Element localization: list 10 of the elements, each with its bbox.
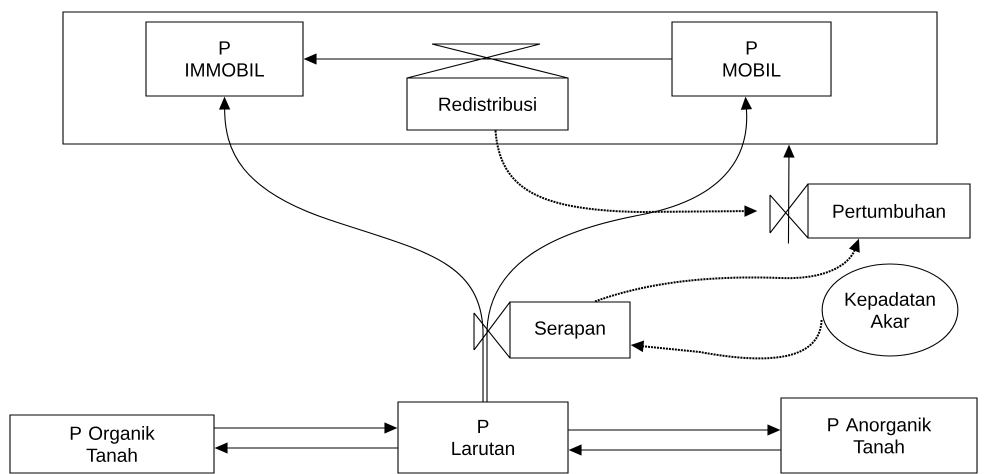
ellipse-node: Kepadatan Akar <box>822 263 958 357</box>
stock-box: P Larutan <box>397 401 569 474</box>
process-box: Redistribusi <box>406 77 569 131</box>
container-box <box>62 11 938 145</box>
process-box: Pertumbuhan <box>807 183 971 239</box>
stock-box: P IMMOBIL <box>145 21 304 97</box>
stock-box: P MOBIL <box>671 21 832 97</box>
stock-box: P Anorganik Tanah <box>780 397 978 474</box>
process-box: Serapan <box>509 301 631 359</box>
stock-box: P Organik Tanah <box>9 414 215 474</box>
